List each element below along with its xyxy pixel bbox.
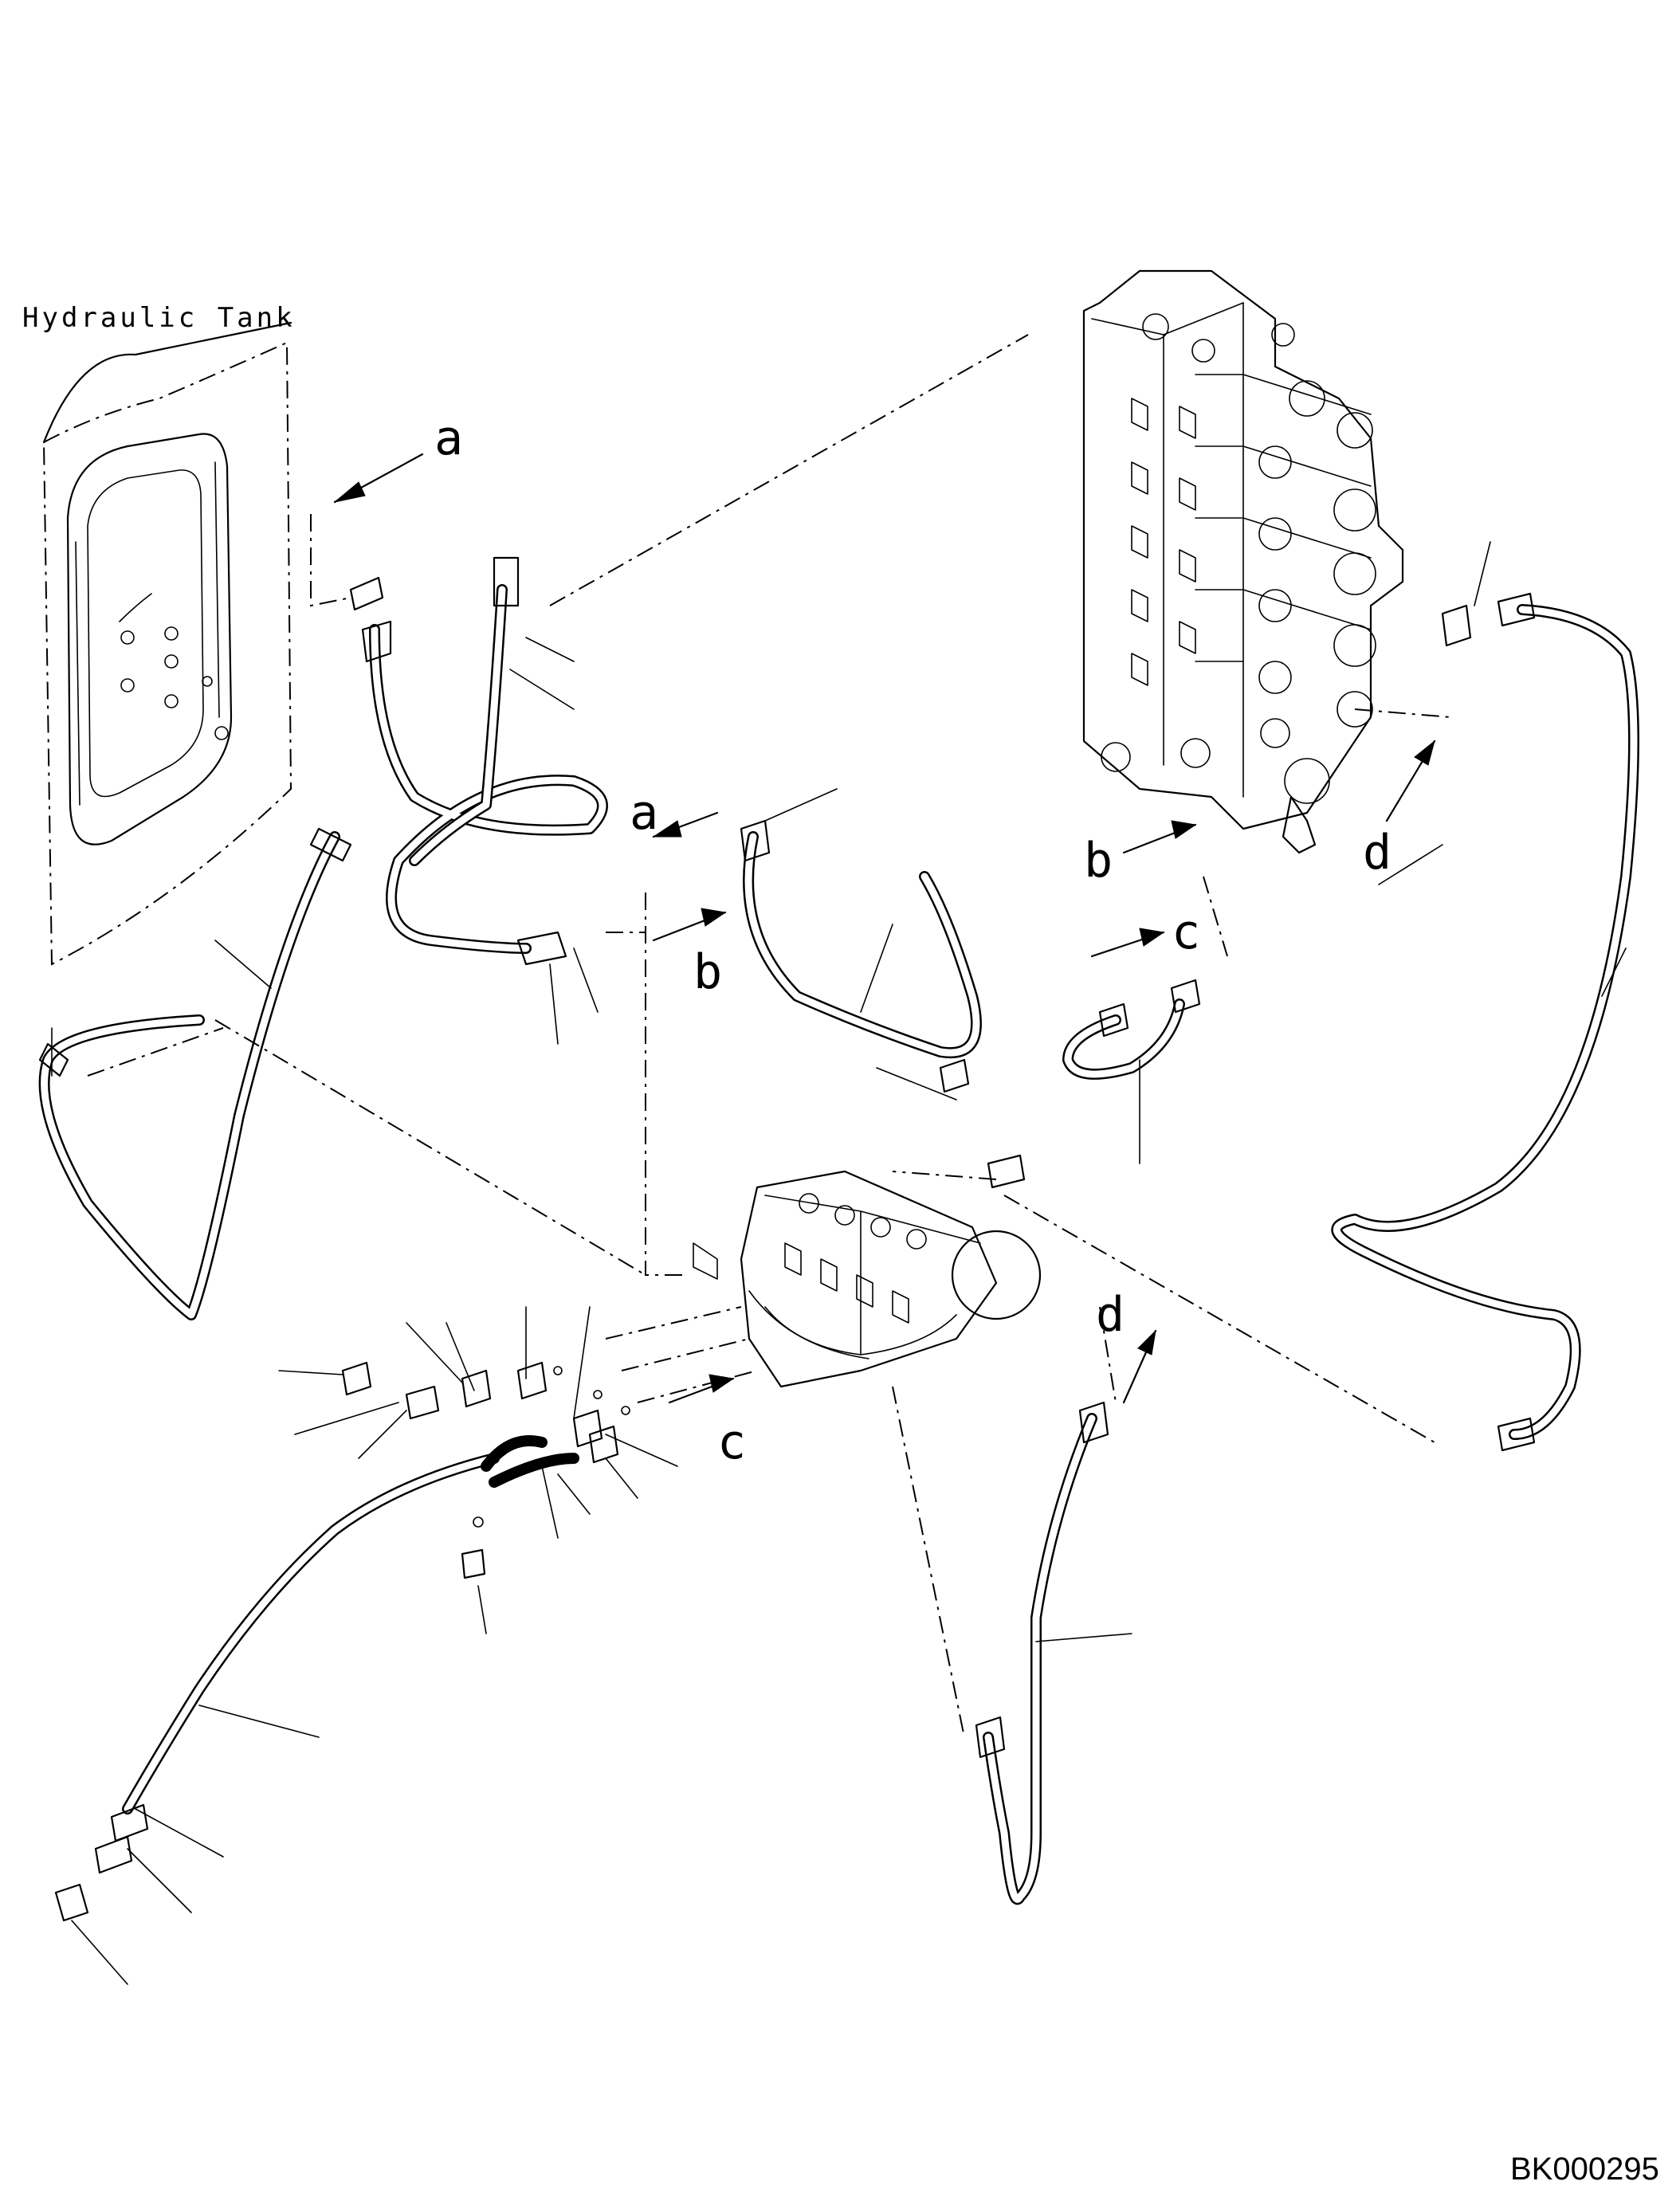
hose-d-right [1331, 592, 1639, 1452]
connection-lines [87, 334, 1451, 1738]
leader-lines [51, 541, 1627, 1985]
hose-c [1062, 979, 1201, 1080]
hose-d-lower [975, 1401, 1109, 1905]
ppc-fittings [341, 1361, 630, 1579]
hose-tank-left [38, 827, 352, 1320]
connection-label-a: a [630, 785, 658, 841]
connection-label-b: b [693, 944, 722, 1000]
hydraulic-tank: Hydraulic Tank [22, 302, 296, 966]
control-valve [1082, 269, 1404, 854]
connection-label-d: d [1363, 825, 1391, 881]
connection-label-c: c [1172, 904, 1200, 960]
ppc-valve [693, 1170, 1042, 1388]
drawing-code: BK000295 [1510, 2152, 1659, 2187]
hose-center-b [740, 819, 1026, 1189]
connection-label-b: b [1084, 833, 1113, 889]
hose-lower-left [54, 1435, 579, 1922]
direction-arrows [333, 453, 1436, 1404]
connection-label-a: a [434, 410, 463, 466]
connection-label-c: c [717, 1414, 746, 1470]
connection-label-d: d [1096, 1287, 1125, 1343]
hose-tank-to-valve-a [349, 556, 608, 966]
tank-label: Hydraulic Tank [22, 302, 296, 334]
